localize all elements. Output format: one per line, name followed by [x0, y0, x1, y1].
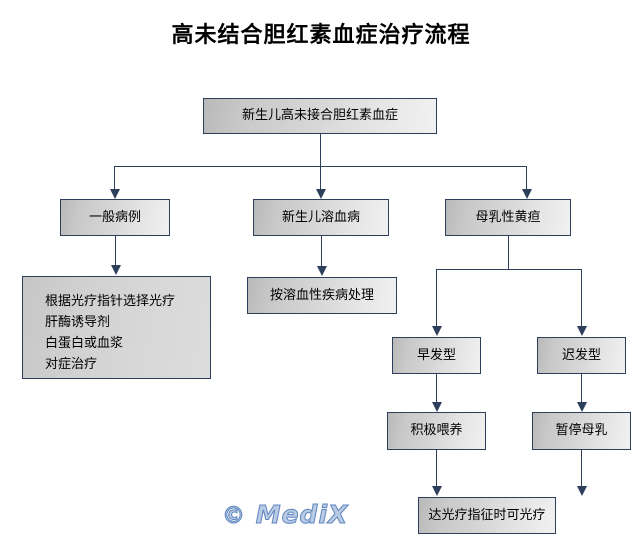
node-breast-milk-jaundice[interactable]: 母乳性黄疸 — [445, 199, 571, 236]
connector-breastmilk-stem — [508, 236, 509, 269]
arrowhead-to-hemolytic — [316, 189, 326, 199]
node-hemolytic-treatment[interactable]: 按溶血性疾病处理 — [247, 277, 397, 314]
arrowhead-feeding-to-phototherapy — [432, 486, 442, 496]
node-phototherapy-indication[interactable]: 达光疗指征时可光疗 — [418, 497, 556, 534]
arrowhead-early-to-feeding — [432, 402, 442, 412]
connector-to-general — [114, 166, 115, 190]
treatment-line-2: 肝酶诱导剂 — [45, 315, 111, 331]
arrowhead-to-late — [577, 326, 587, 336]
watermark-text: MediX — [255, 500, 349, 530]
node-general-treatment[interactable]: 根据光疗指针选择光疗 肝酶诱导剂 白蛋白或血浆 对症治疗 — [22, 276, 211, 379]
connector-pause-to-phototherapy — [581, 450, 582, 487]
connector-early-to-feeding — [436, 374, 437, 403]
connector-root-stem — [320, 134, 321, 166]
page-title: 高未结合胆红素血症治疗流程 — [171, 23, 471, 48]
node-active-feeding[interactable]: 积极喂养 — [387, 412, 486, 450]
treatment-line-4: 对症治疗 — [45, 357, 98, 373]
connector-to-breastmilk — [526, 166, 527, 190]
watermark: © MediX — [222, 500, 349, 530]
connector-hemolytic-to-treatment — [321, 236, 322, 267]
connector-general-to-treatment — [115, 236, 116, 266]
connector-breastmilk-bus — [436, 269, 581, 270]
arrowhead-late-to-pause — [577, 402, 587, 412]
arrowhead-general-to-treatment — [111, 265, 121, 275]
connector-to-early — [436, 269, 437, 327]
arrowhead-hemolytic-to-treatment — [317, 266, 327, 276]
arrowhead-to-early — [432, 326, 442, 336]
node-hemolytic-disease[interactable]: 新生儿溶血病 — [253, 199, 389, 236]
connector-to-late — [581, 269, 582, 327]
arrowhead-to-general — [110, 189, 120, 199]
treatment-line-1: 根据光疗指针选择光疗 — [45, 294, 176, 309]
treatment-line-3: 白蛋白或血浆 — [45, 336, 124, 352]
node-late-onset[interactable]: 迟发型 — [537, 337, 626, 374]
copyright-icon: © — [222, 503, 246, 530]
connector-late-to-pause — [581, 374, 582, 403]
arrowhead-pause-to-phototherapy — [577, 486, 587, 496]
node-root[interactable]: 新生儿高未接合胆红素血症 — [203, 98, 437, 134]
node-general-case[interactable]: 一般病例 — [60, 199, 170, 236]
connector-to-hemolytic — [320, 166, 321, 190]
node-early-onset[interactable]: 早发型 — [392, 337, 481, 374]
node-pause-breastfeeding[interactable]: 暂停母乳 — [532, 412, 631, 450]
connector-feeding-to-phototherapy — [436, 450, 437, 487]
arrowhead-to-breastmilk — [522, 189, 532, 199]
